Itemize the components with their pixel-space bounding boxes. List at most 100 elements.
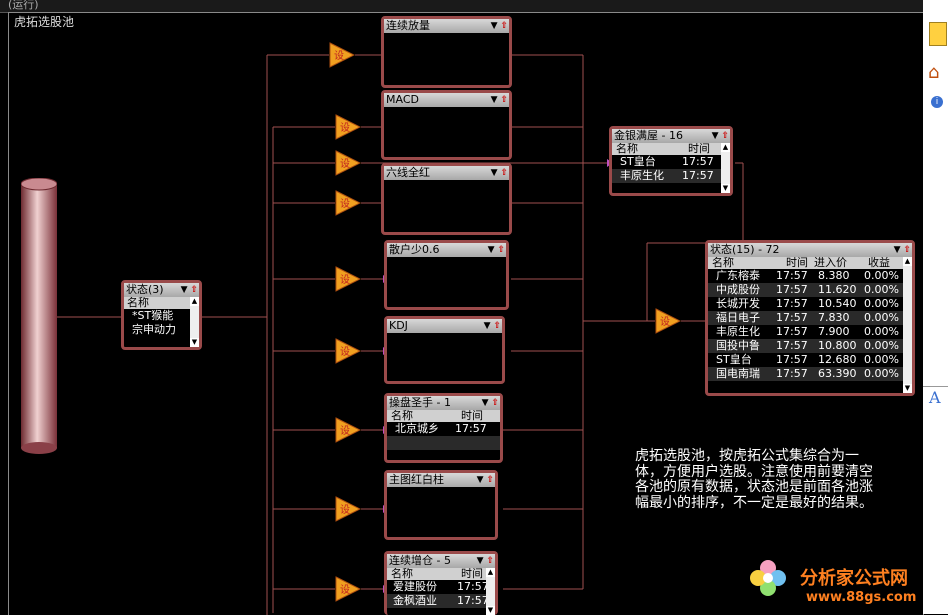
info-icon[interactable]: i: [931, 96, 943, 108]
table-cell: 11.620: [818, 283, 857, 296]
filter-gate-icon[interactable]: 设: [335, 114, 361, 140]
database-cylinder-icon[interactable]: [21, 178, 57, 454]
filter-gate-icon[interactable]: 设: [335, 417, 361, 443]
filter-gate-icon[interactable]: 设: [335, 338, 361, 364]
filter-gate-icon[interactable]: 设: [335, 496, 361, 522]
filter-panel[interactable]: 主图红白柱▼ ⇧: [384, 470, 498, 540]
logo-url: www.88gs.com: [806, 590, 917, 605]
table-cell: 12.680: [818, 353, 857, 366]
side-panel-divider: [923, 386, 948, 547]
panel-menu-icon[interactable]: ▼ ⇧: [490, 95, 508, 105]
canvas-title: 虎拓选股池: [14, 15, 75, 29]
table-cell: 0.00%: [864, 325, 899, 338]
font-icon[interactable]: A: [929, 388, 941, 407]
panel-menu-icon[interactable]: ▼ ⇧: [893, 245, 911, 255]
panel-header[interactable]: 连续增仓 - 5▼ ⇧: [387, 554, 495, 568]
panel-menu-icon[interactable]: ▼ ⇧: [476, 556, 494, 566]
table-cell: 7.900: [818, 325, 850, 338]
panel-menu-icon[interactable]: ▼ ⇧: [490, 21, 508, 31]
table-cell: 0.00%: [864, 283, 899, 296]
gate-label: 设: [340, 274, 350, 286]
notebook-icon[interactable]: [929, 22, 947, 46]
filter-panel[interactable]: KDJ▼ ⇧: [384, 316, 505, 384]
column-header: 名称时间: [387, 568, 495, 580]
filter-gate-icon[interactable]: 设: [335, 150, 361, 176]
list-item[interactable]: 宗申动力: [132, 323, 176, 336]
panel-header[interactable]: KDJ▼ ⇧: [387, 319, 502, 333]
table-cell: 0.00%: [864, 311, 899, 324]
panel-header[interactable]: 散户少0.6▼ ⇧: [387, 243, 506, 257]
description-note: 虎拓选股池，按虎拓公式集综合为一体，方便用户选股。注意使用前要清空各池的原有数据…: [635, 448, 873, 511]
table-cell: 国电南瑞: [716, 367, 760, 380]
filter-gate-icon[interactable]: 设: [335, 266, 361, 292]
gate-label: 设: [340, 425, 350, 437]
gate-label: 设: [340, 158, 350, 170]
window-title: (运行): [8, 0, 39, 11]
panel-menu-icon[interactable]: ▼ ⇧: [476, 475, 494, 485]
table-cell: 0.00%: [864, 269, 899, 282]
filter-panel[interactable]: MACD▼ ⇧: [381, 90, 512, 160]
table-cell: 17:57: [776, 325, 808, 338]
panel-menu-icon[interactable]: ▼ ⇧: [483, 321, 501, 331]
filter-gate-icon[interactable]: 设: [335, 190, 361, 216]
filter-panel[interactable]: 六线全红▼ ⇧: [381, 163, 512, 235]
gate-label: 设: [340, 122, 350, 134]
scrollbar[interactable]: ▲▼: [721, 143, 730, 193]
home-icon[interactable]: ⌂: [928, 62, 940, 83]
flower-logo-icon: [750, 560, 786, 596]
list-item-empty: [387, 436, 500, 450]
panel-header[interactable]: 状态(15) - 72▼ ⇧: [708, 243, 912, 257]
connection-wires: [49, 51, 744, 615]
table-cell: 7.830: [818, 311, 850, 324]
logo-name: 分析家公式网: [800, 568, 908, 589]
table-cell: 17:57: [776, 269, 808, 282]
scrollbar[interactable]: ▲▼: [486, 568, 495, 615]
panel-header[interactable]: 操盘圣手 - 1▼ ⇧: [387, 396, 500, 410]
table-cell: 10.800: [818, 339, 857, 352]
filter-gate-icon[interactable]: 设: [335, 576, 361, 602]
panel-header[interactable]: 六线全红▼ ⇧: [384, 166, 509, 180]
scrollbar[interactable]: ▲▼: [190, 297, 199, 347]
source-pool-panel[interactable]: 状态(3)▼ ⇧ 名称 *ST猴能 宗申动力 ▲▼: [121, 280, 202, 350]
filter-panel[interactable]: 连续放量▼ ⇧: [381, 16, 512, 88]
panel-header[interactable]: 金银满屋 - 16▼ ⇧: [612, 129, 730, 143]
panel-menu-icon[interactable]: ▼ ⇧: [711, 131, 729, 141]
panel-header[interactable]: 主图红白柱▼ ⇧: [387, 473, 495, 487]
scrollbar[interactable]: ▲▼: [903, 257, 912, 393]
filter-gate-icon[interactable]: 设: [329, 42, 355, 68]
panel-header[interactable]: 状态(3)▼ ⇧: [124, 283, 199, 297]
filter-panel[interactable]: 散户少0.6▼ ⇧: [384, 240, 509, 310]
column-header: 名称 时间 进入价 收益: [708, 257, 912, 269]
filter-gate-icon[interactable]: 设: [655, 308, 681, 334]
gate-label: 设: [340, 198, 350, 210]
list-item[interactable]: *ST猴能: [132, 309, 174, 322]
panel-menu-icon[interactable]: ▼ ⇧: [481, 398, 499, 408]
panel-menu-icon[interactable]: ▼ ⇧: [490, 168, 508, 178]
panel-header[interactable]: 连续放量▼ ⇧: [384, 19, 509, 33]
table-cell: 长城开发: [716, 297, 760, 310]
panel-menu-icon[interactable]: ▼ ⇧: [180, 285, 198, 295]
gate-label: 设: [660, 316, 670, 328]
panel-menu-icon[interactable]: ▼ ⇧: [487, 245, 505, 255]
table-cell: 广东榕泰: [716, 269, 760, 282]
gate-label: 设: [340, 346, 350, 358]
panel-header[interactable]: MACD▼ ⇧: [384, 93, 509, 107]
